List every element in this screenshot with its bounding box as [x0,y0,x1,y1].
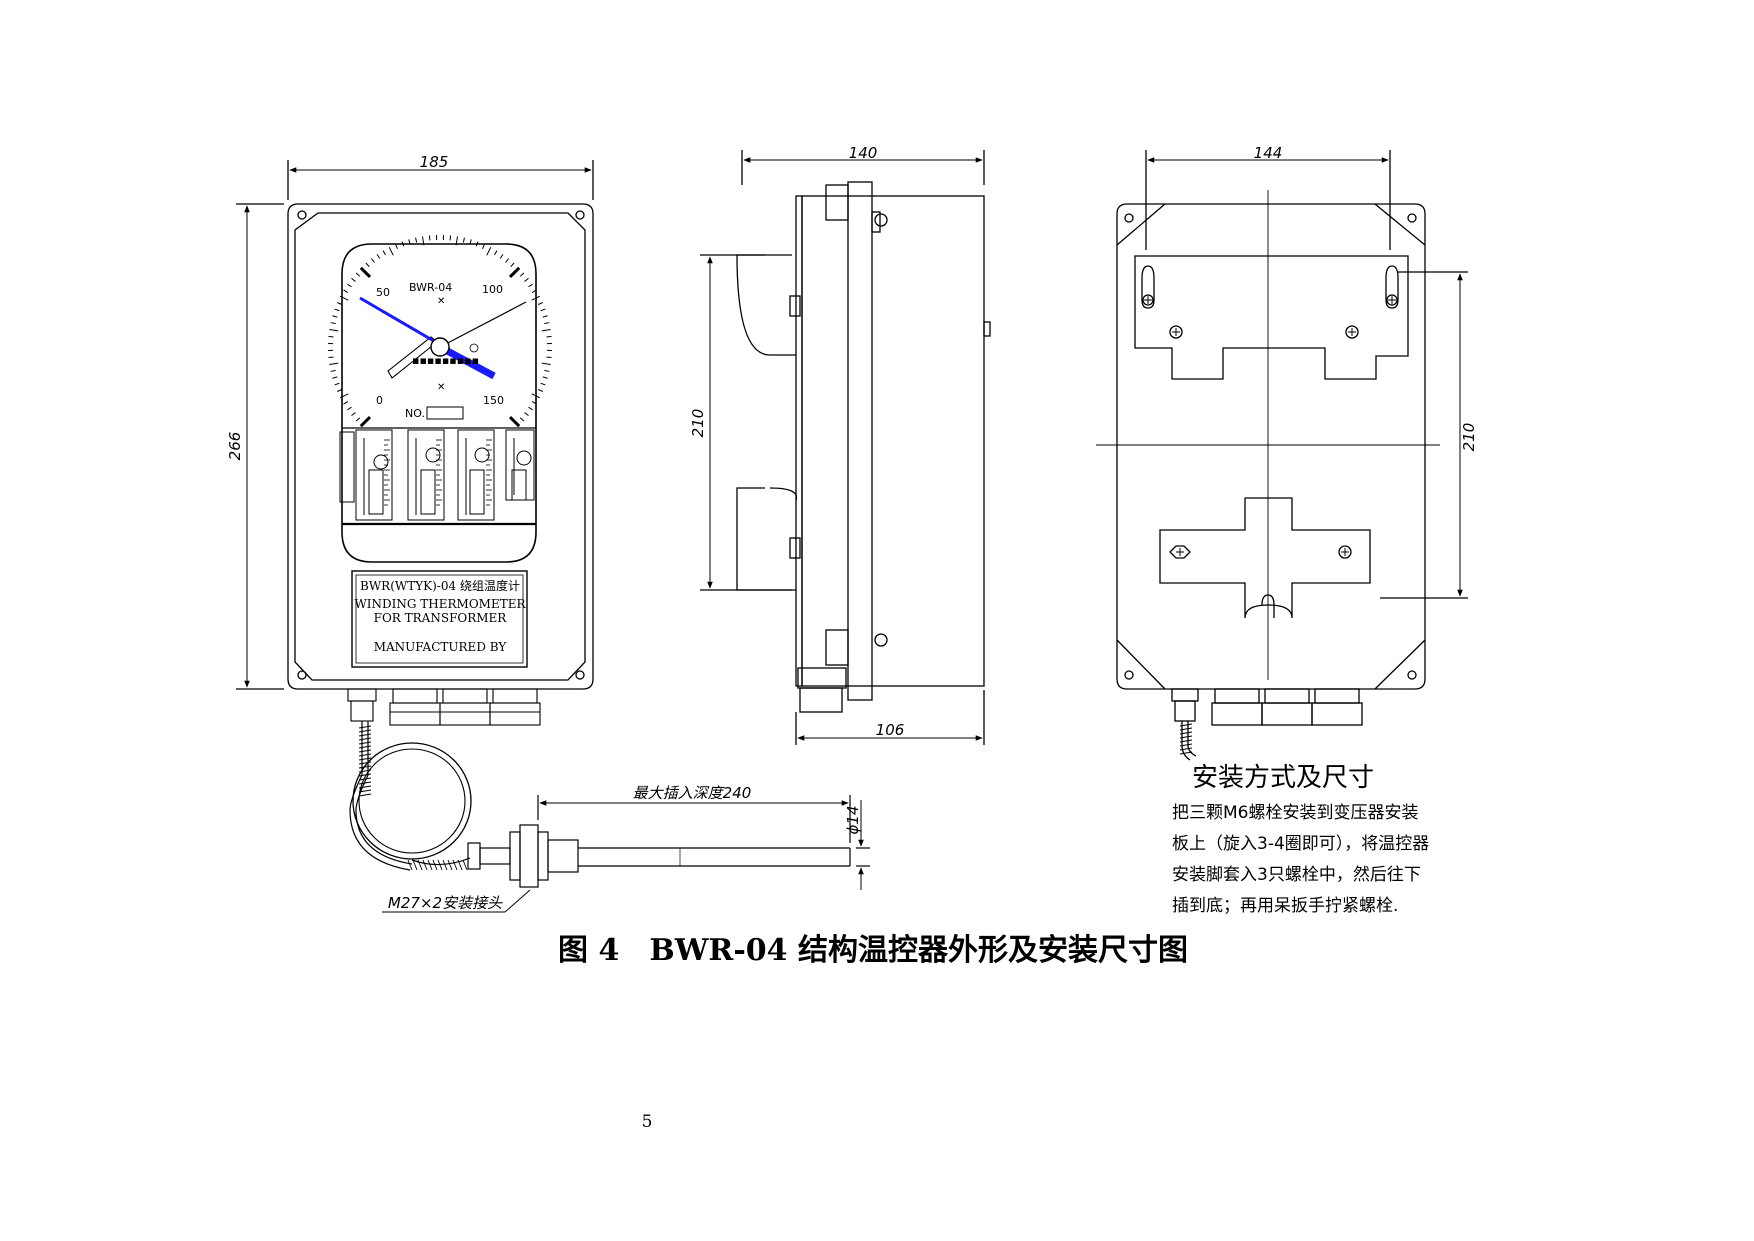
side-view [700,150,991,745]
svg-text:✕: ✕ [437,296,445,307]
back-view [1096,150,1468,761]
probe-fitting-label: M27×2安装接头 [388,894,503,912]
side-width-top-dimension: 140 [849,144,878,162]
dial-no-label: NO. [405,407,425,420]
side-width-bottom-dimension: 106 [876,721,905,739]
dial-label-150: 150 [483,394,504,407]
nameplate-line-2: WINDING THERMOMETER [354,597,526,611]
installation-line-3: 安装脚套入3只螺栓中，然后往下 [1172,865,1421,885]
dial-label-100: 100 [482,283,503,296]
probe-depth-label: 最大插入深度240 [633,784,752,802]
dial-model-label: BWR-04 [409,281,452,294]
svg-text:▪▪▪▪▪▪▪▪▪: ▪▪▪▪▪▪▪▪▪ [412,354,479,367]
back-height-dimension: 210 [1460,423,1478,452]
installation-line-4: 插到底；再用呆扳手拧紧螺栓. [1172,896,1398,916]
svg-text:✕: ✕ [437,382,445,393]
installation-line-1: 把三颗M6螺栓安装到变压器安装 [1172,803,1418,823]
dial-scale-ticks [328,235,552,428]
dial-label-50: 50 [376,286,390,299]
front-view: ▪▪▪▪▪▪▪▪▪ ✕ ✕ [236,160,594,871]
side-height-dimension: 210 [689,409,707,438]
back-width-dimension: 144 [1254,144,1283,162]
front-width-dimension: 185 [420,153,449,171]
figure-caption: 图 4 BWR-04 结构温控器外形及安装尺寸图 [558,933,1188,968]
probe [382,795,870,913]
installation-title: 安装方式及尺寸 [1192,763,1374,793]
front-height-dimension: 266 [226,432,244,461]
nameplate-line-4: MANUFACTURED BY [374,640,508,654]
installation-line-2: 板上（旋入3-4圈即可），将温控器 [1172,834,1429,854]
page-number: 5 [642,1112,653,1132]
nameplate-line-3: FOR TRANSFORMER [374,611,508,625]
probe-diameter-label: ϕ14 [844,806,862,835]
dial-label-0: 0 [376,394,383,407]
nameplate-line-1: BWR(WTYK)-04 绕组温度计 [360,578,520,593]
